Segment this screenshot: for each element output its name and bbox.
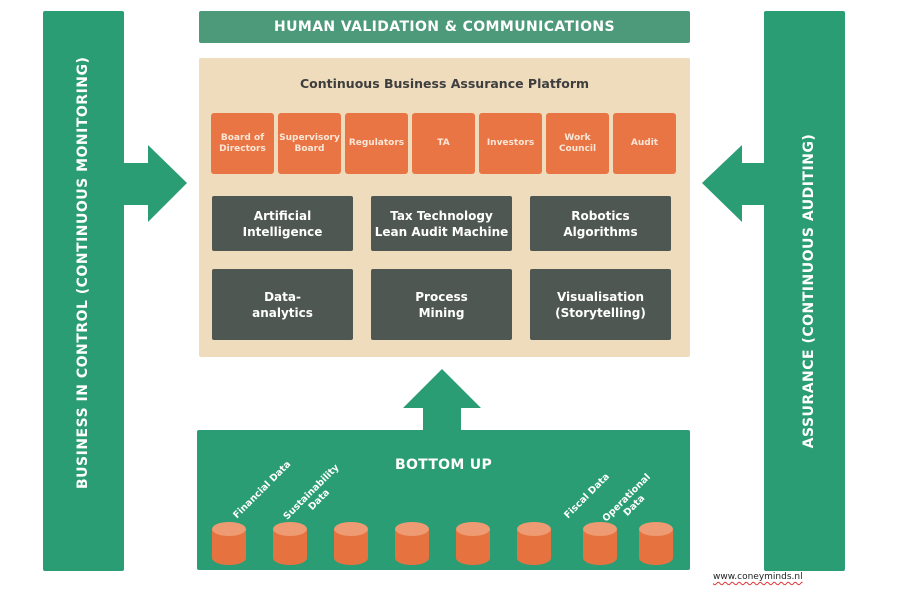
stakeholder-ta: TA: [412, 113, 475, 174]
footer-url[interactable]: www.coneyminds.nl: [713, 572, 803, 582]
tech-process-mining: Process Mining: [371, 269, 512, 340]
tech-data-analytics: Data- analytics: [212, 269, 353, 340]
right-bar-assurance: ASSURANCE (CONTINUOUS AUDITING): [764, 11, 845, 571]
stakeholder-regulators: Regulators: [345, 113, 408, 174]
tech-tax-technology: Tax Technology Lean Audit Machine: [371, 196, 512, 251]
stakeholder-board-of-directors: Board of Directors: [211, 113, 274, 174]
header-human-validation: HUMAN VALIDATION & COMMUNICATIONS: [199, 11, 690, 43]
platform-title: Continuous Business Assurance Platform: [299, 76, 590, 91]
tech-visualisation: Visualisation (Storytelling): [530, 269, 671, 340]
database-icon: [212, 522, 246, 565]
bottom-up-title: BOTTOM UP: [394, 457, 493, 473]
stakeholder-supervisory-board: Supervisory Board: [278, 113, 341, 174]
stakeholder-work-council: Work Council: [546, 113, 609, 174]
database-icon: [639, 522, 673, 565]
left-bar-business-in-control: BUSINESS IN CONTROL (CONTINUOUS MONITORI…: [43, 11, 124, 571]
header-title: HUMAN VALIDATION & COMMUNICATIONS: [273, 19, 615, 35]
database-icon: [334, 522, 368, 565]
database-icon: [583, 522, 617, 565]
platform-panel: Continuous Business Assurance Platform B…: [199, 58, 690, 357]
stakeholder-audit: Audit: [613, 113, 676, 174]
database-icon: [273, 522, 307, 565]
database-icon: [517, 522, 551, 565]
tech-robotics-algorithms: Robotics Algorithms: [530, 196, 671, 251]
stakeholder-investors: Investors: [479, 113, 542, 174]
database-icon: [395, 522, 429, 565]
database-icon: [456, 522, 490, 565]
tech-artificial-intelligence: Artificial Intelligence: [212, 196, 353, 251]
